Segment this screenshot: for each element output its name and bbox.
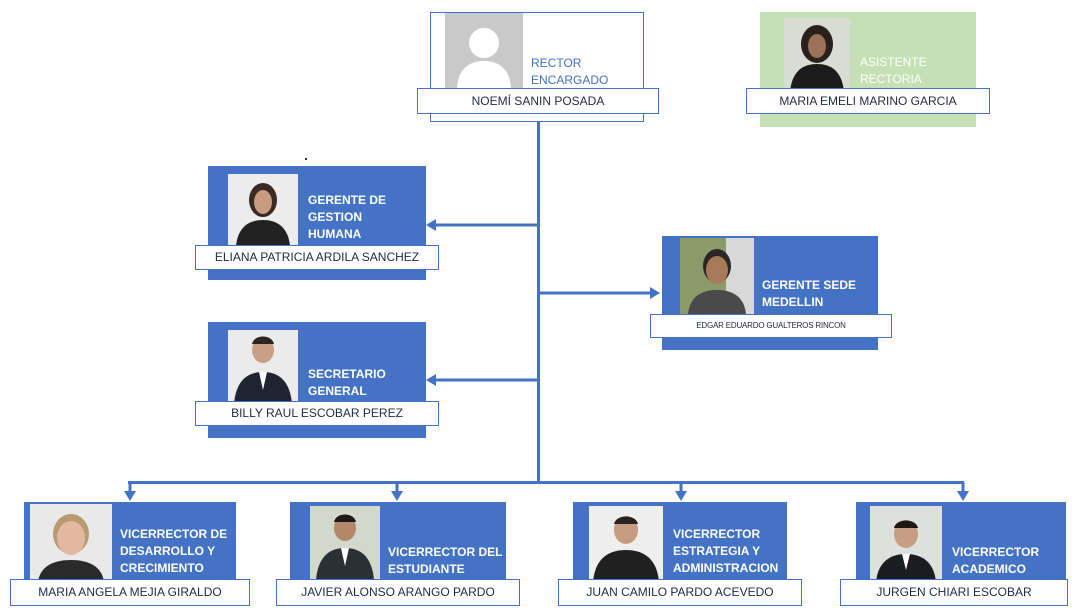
asistente-photo <box>784 18 850 92</box>
gerente-med-name: EDGAR EDUARDO GUALTEROS RINCON <box>650 314 892 338</box>
secretario-photo <box>228 330 298 404</box>
arrowhead-gerente-med <box>650 287 660 299</box>
person-silhouette-icon <box>236 183 290 246</box>
vice-estudiante-role: VICERRECTOR DEL ESTUDIANTE <box>388 545 503 576</box>
arrowhead-vice-estudiante <box>391 491 403 501</box>
person-silhouette-icon <box>876 520 936 582</box>
asistente-role: ASISTENTE RECTORIA <box>860 55 927 86</box>
gerente-gh-photo <box>228 174 298 246</box>
vice-desarrollo-role: VICERRECTOR DE DESARROLLO Y CRECIMIENTO <box>120 527 228 575</box>
vice-estudiante-name: JAVIER ALONSO ARANGO PARDO <box>276 579 520 606</box>
gerente-med-photo <box>680 238 754 314</box>
arrowhead-vice-academico <box>957 491 969 501</box>
person-silhouette-icon <box>790 25 844 92</box>
main-trunk-line <box>537 116 540 483</box>
gerente-gh-name: ELIANA PATRICIA ARDILA SANCHEZ <box>195 245 439 270</box>
user-placeholder-icon <box>457 28 511 91</box>
stray-dot <box>305 158 307 160</box>
rector-role: RECTOR ENCARGADO <box>531 56 609 87</box>
vice-estudiante-photo <box>310 506 380 580</box>
vice-academico-name: JURGEN CHIARI ESCOBAR <box>840 579 1068 606</box>
vice-academico-photo <box>870 506 942 582</box>
vice-desarrollo-photo <box>30 504 112 582</box>
arrowhead-vice-estrategia <box>675 491 687 501</box>
secretario-name: BILLY RAUL ESCOBAR PEREZ <box>195 401 439 426</box>
person-silhouette-icon <box>316 514 374 580</box>
vice-academico-role: VICERRECTOR ACADEMICO <box>952 545 1040 576</box>
arrowhead-secretario <box>426 374 436 386</box>
gerente-gh-role: GERENTE DE GESTION HUMANA <box>308 193 387 241</box>
secretario-role: SECRETARIO GENERAL <box>308 367 386 398</box>
arrowhead-vice-desarrollo <box>124 491 136 501</box>
vice-desarrollo-name: MARIA ANGELA MEJIA GIRALDO <box>10 579 250 606</box>
vice-estrategia-photo <box>589 506 663 582</box>
person-silhouette-icon <box>234 336 292 404</box>
gerente-med-role: GERENTE SEDE MEDELLIN <box>762 278 857 309</box>
bottom-bus-line <box>128 481 964 484</box>
vice-estrategia-name: JUAN CAMILO PARDO ACEVEDO <box>558 579 802 606</box>
person-silhouette-icon <box>593 516 659 582</box>
asistente-name: MARIA EMELI MARINO GARCIA <box>746 88 990 114</box>
person-silhouette-icon <box>680 238 754 314</box>
rector-photo-placeholder <box>445 13 523 91</box>
person-silhouette-icon <box>38 514 104 582</box>
arrowhead-gerente-gh <box>426 219 436 231</box>
vice-estrategia-role: VICERRECTOR ESTRATEGIA Y ADMINISTRACION <box>673 527 779 575</box>
rector-name: NOEMÍ SANIN POSADA <box>417 88 659 114</box>
